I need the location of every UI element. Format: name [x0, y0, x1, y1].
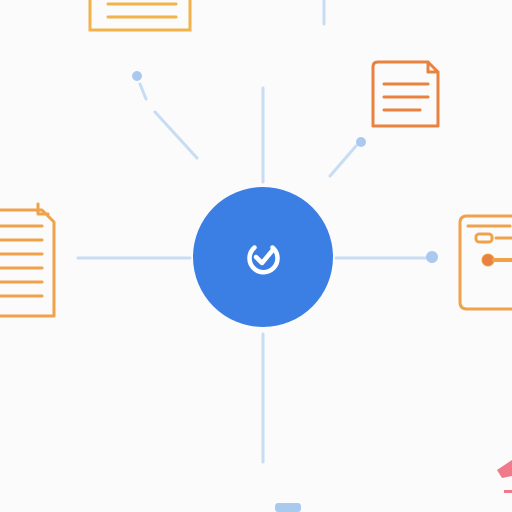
document-top-right[interactable] — [371, 60, 440, 128]
connector-upper-right — [328, 144, 358, 178]
central-hub[interactable] — [193, 187, 333, 327]
hub-circle[interactable] — [193, 187, 333, 327]
document-top-left[interactable] — [88, 0, 192, 32]
flow-node — [474, 232, 494, 244]
connector-dot — [356, 137, 366, 147]
document-fold — [426, 60, 440, 74]
connector-dots — [132, 71, 438, 263]
check-clock-icon — [247, 245, 280, 275]
document-outline — [88, 0, 192, 32]
document-outline — [0, 208, 56, 318]
corner-accent-fragment — [497, 460, 512, 478]
corner-accent-fragment — [504, 490, 512, 493]
check-clock-ring — [247, 245, 280, 275]
bottom-node-fragment — [275, 503, 301, 512]
card-outline — [458, 214, 512, 311]
bottom-fragment — [275, 460, 512, 512]
connector-upper-left-dot-link — [138, 82, 148, 101]
workflow-card-right[interactable] — [458, 214, 512, 311]
check-clock-mark — [253, 248, 275, 266]
connectors — [76, 0, 430, 464]
connector-dot — [426, 251, 438, 263]
connector-upper-left — [153, 110, 199, 160]
connector-dot — [132, 71, 142, 81]
document-outline — [371, 60, 440, 128]
document-fold — [36, 202, 50, 216]
document-left[interactable] — [0, 202, 56, 318]
